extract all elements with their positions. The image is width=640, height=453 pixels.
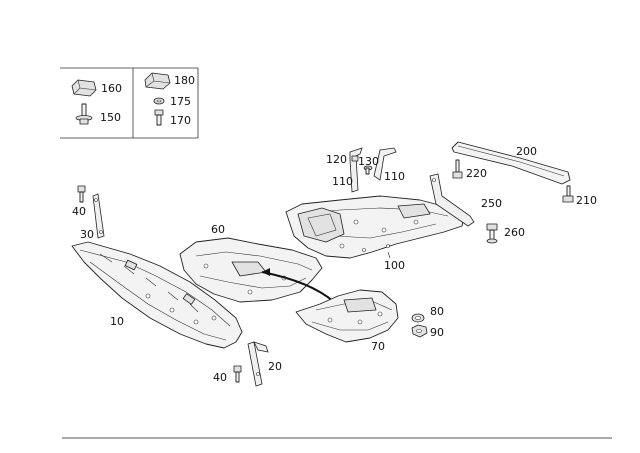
part-170-bolt[interactable]: [154, 109, 164, 126]
part-80-clip[interactable]: [411, 313, 425, 323]
part-20-bracket[interactable]: [247, 341, 269, 387]
label-80: 80: [430, 305, 444, 318]
part-180-clip[interactable]: [144, 72, 171, 90]
part-160-clip-nut[interactable]: [71, 79, 97, 97]
label-40-lower: 40: [213, 371, 227, 384]
label-170: 170: [170, 114, 191, 127]
part-60-middle-panel[interactable]: [179, 237, 323, 303]
part-120-clip[interactable]: [351, 155, 359, 162]
label-160: 160: [101, 82, 122, 95]
label-180: 180: [174, 74, 195, 87]
label-40-upper: 40: [72, 205, 86, 218]
part-210-bolt[interactable]: [562, 185, 574, 203]
label-130: 130: [358, 155, 379, 168]
assembly-arrow: [261, 268, 335, 303]
label-200: 200: [516, 145, 537, 158]
label-260: 260: [504, 226, 525, 239]
part-260-bolt[interactable]: [486, 223, 498, 244]
part-40-bolt-upper[interactable]: [77, 185, 86, 203]
part-10-front-panel[interactable]: [71, 241, 243, 349]
label-110-left: 110: [332, 175, 353, 188]
part-90-nut[interactable]: [411, 324, 428, 338]
label-100: 100: [384, 259, 405, 272]
part-175-washer[interactable]: [153, 97, 165, 105]
label-250: 250: [481, 197, 502, 210]
label-90: 90: [430, 326, 444, 339]
label-210: 210: [576, 194, 597, 207]
part-40-bolt-lower[interactable]: [233, 365, 242, 383]
part-110-bracket-right[interactable]: [373, 147, 397, 181]
part-30-bracket[interactable]: [92, 193, 105, 239]
label-70: 70: [371, 340, 385, 353]
part-200-strut-bar[interactable]: [451, 141, 571, 185]
part-70-rear-panel[interactable]: [295, 289, 399, 343]
label-150: 150: [100, 111, 121, 124]
part-150-bolt[interactable]: [75, 103, 93, 125]
label-110-right: 110: [384, 170, 405, 183]
part-130-screw[interactable]: [363, 165, 373, 175]
part-100-rear-underbody-panel[interactable]: [285, 195, 465, 259]
fastener-inset-box: [60, 67, 199, 139]
label-30: 30: [80, 228, 94, 241]
part-250-bracket[interactable]: [429, 173, 475, 227]
label-175: 175: [170, 95, 191, 108]
label-20: 20: [268, 360, 282, 373]
label-220: 220: [466, 167, 487, 180]
part-220-bolt[interactable]: [452, 159, 463, 179]
label-10: 10: [110, 315, 124, 328]
label-60: 60: [211, 223, 225, 236]
label-120: 120: [326, 153, 347, 166]
